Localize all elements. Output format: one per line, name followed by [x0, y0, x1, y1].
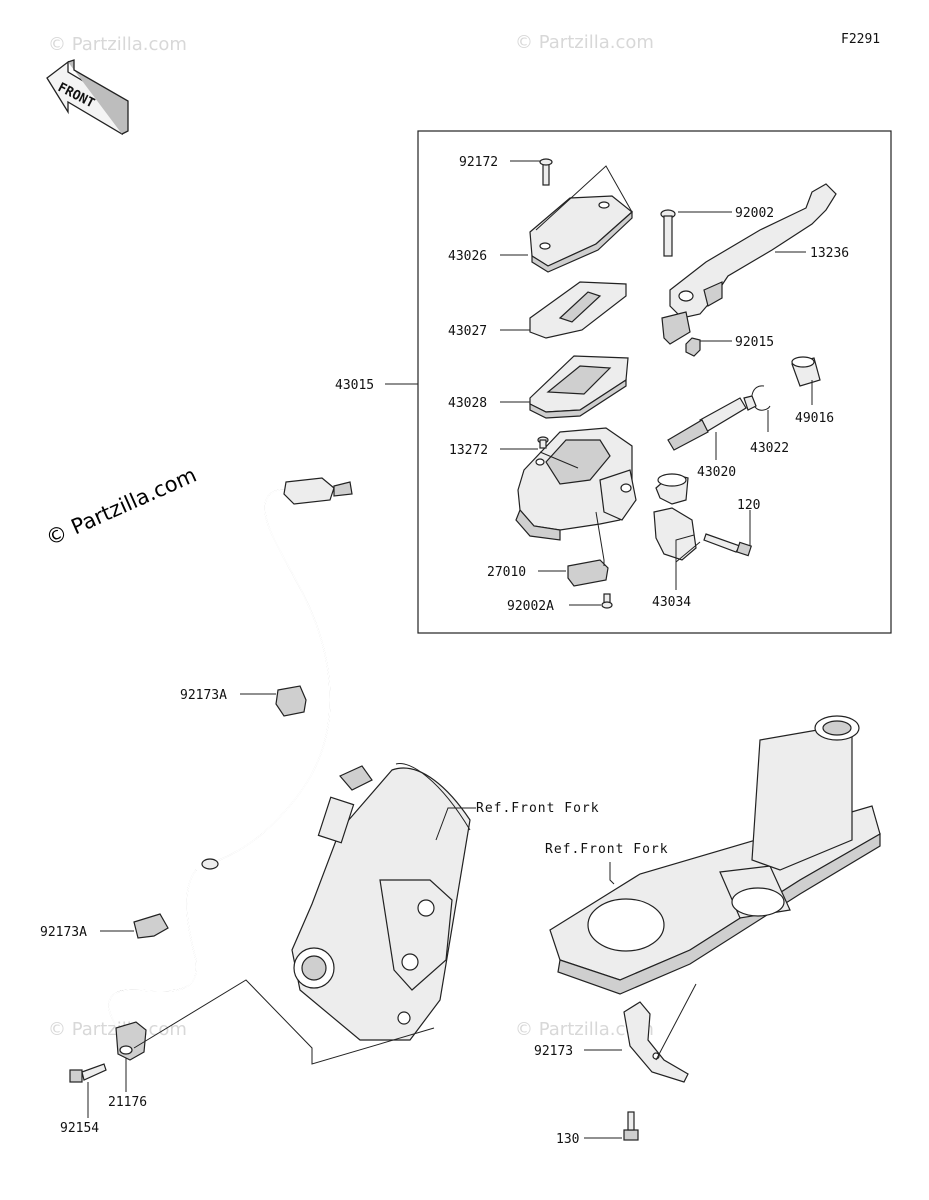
diaphragm-icon [529, 355, 629, 419]
bolt-130-icon [623, 1111, 639, 1141]
abs-sensor-icon [115, 1021, 147, 1061]
brake-switch-icon [567, 559, 609, 587]
label-92002A[interactable]: 92002A [507, 599, 554, 614]
label-130[interactable]: 130 [556, 1132, 579, 1147]
bracket-92173-icon [623, 1001, 689, 1083]
label-92154[interactable]: 92154 [60, 1121, 99, 1136]
label-49016[interactable]: 49016 [795, 411, 834, 426]
label-43022[interactable]: 43022 [750, 441, 789, 456]
label-120[interactable]: 120 [737, 498, 760, 513]
front-fork-left-icon [291, 763, 471, 1041]
leader-lines [385, 160, 813, 606]
figure-code: F2291 [841, 32, 880, 47]
abs-sensor-cable-icon [108, 477, 353, 1031]
ref-front-fork-left: Ref.Front Fork [476, 801, 600, 816]
label-13236[interactable]: 13236 [810, 246, 849, 261]
steering-stem-icon [549, 715, 881, 995]
label-92172[interactable]: 92172 [459, 155, 498, 170]
watermark-faint-top-right: © Partzilla.com [515, 32, 654, 53]
nut-92015-icon [685, 337, 701, 357]
watermark-faint-top-left: © Partzilla.com [48, 34, 187, 55]
label-43026[interactable]: 43026 [448, 249, 487, 264]
label-92015[interactable]: 92015 [735, 335, 774, 350]
boot-49016-icon [791, 356, 821, 387]
bolt-92154-icon [69, 1063, 107, 1083]
circlip-43022-icon [751, 385, 771, 411]
clip-92173A-top-icon [275, 685, 307, 717]
brake-lever-icon [661, 183, 837, 345]
label-21176[interactable]: 21176 [108, 1095, 147, 1110]
label-43028[interactable]: 43028 [448, 396, 487, 411]
label-27010[interactable]: 27010 [487, 565, 526, 580]
label-92173A-bottom[interactable]: 92173A [40, 925, 87, 940]
front-arrow-icon: FRONT [46, 59, 129, 136]
piston-kit-icon [667, 395, 757, 451]
ref-front-fork-right: Ref.Front Fork [545, 842, 669, 857]
watermark-faint-bottom-right: © Partzilla.com [515, 1019, 654, 1040]
label-43020[interactable]: 43020 [697, 465, 736, 480]
label-92173[interactable]: 92173 [534, 1044, 573, 1059]
clip-92173A-bottom-icon [133, 913, 169, 939]
part-labels: 92172 92002 13236 43026 43027 92015 4301… [40, 155, 849, 1147]
master-cylinder-group-box [417, 130, 892, 634]
screw-92172-icon [539, 158, 553, 186]
diaphragm-plate-icon [529, 281, 627, 339]
label-43034[interactable]: 43034 [652, 595, 691, 610]
outer-leader-lines [87, 693, 697, 1139]
master-cylinder-body-icon [515, 427, 637, 541]
screw-92002A-icon [601, 593, 613, 609]
bolt-120-icon [703, 533, 753, 557]
label-13272[interactable]: 13272 [449, 443, 488, 458]
label-43027[interactable]: 43027 [448, 324, 487, 339]
label-92173A-top[interactable]: 92173A [180, 688, 227, 703]
clamp-holder-icon [653, 473, 697, 561]
label-92002[interactable]: 92002 [735, 206, 774, 221]
watermark: © Partzilla.com [42, 463, 200, 551]
screw-13272-icon [537, 436, 549, 449]
reservoir-cap-icon [529, 195, 633, 273]
label-43015[interactable]: 43015 [335, 378, 374, 393]
pivot-bolt-92002-icon [660, 209, 676, 257]
sensor-route-line [133, 979, 435, 1065]
